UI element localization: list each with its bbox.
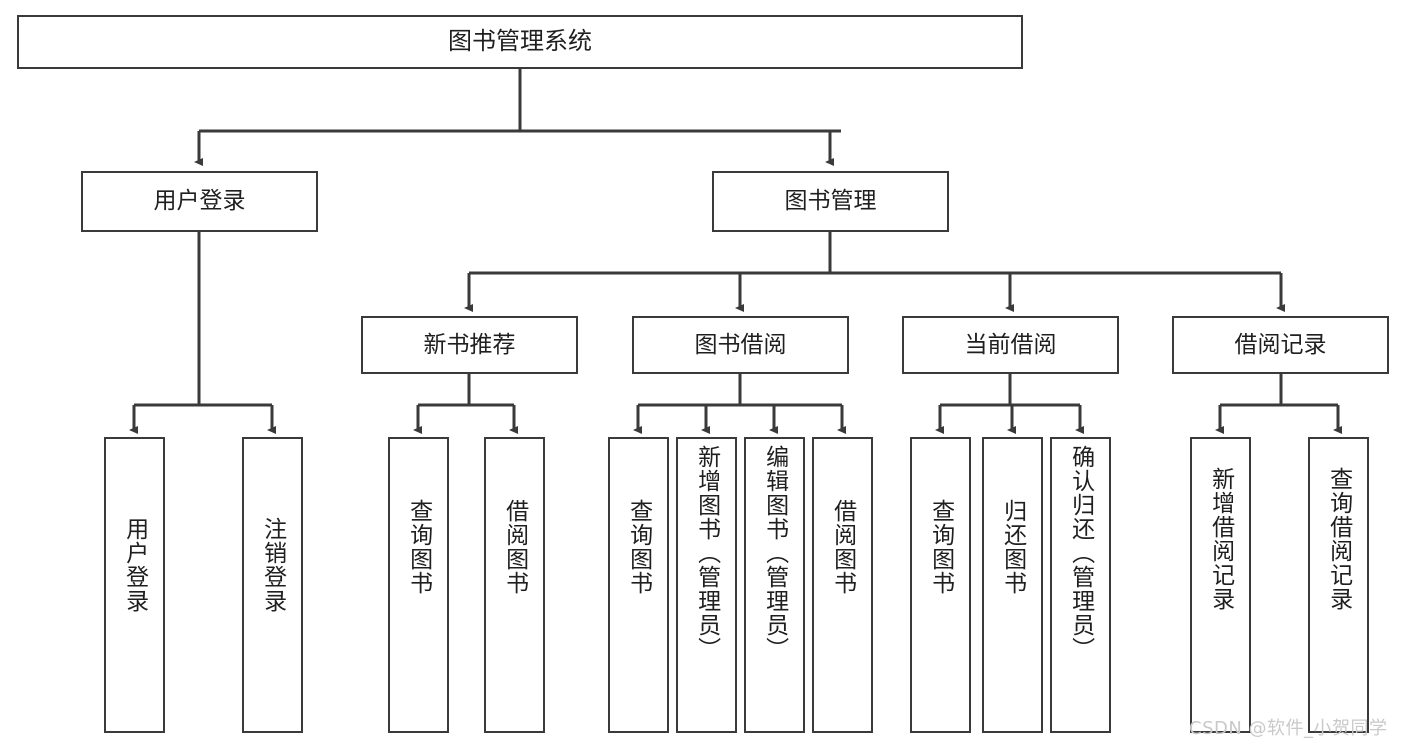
node-leaf-query-book-2[interactable]: 查询图书	[608, 437, 669, 733]
node-leaf-borrow-book-2-label: 借阅图书	[829, 499, 856, 595]
node-leaf-confirm-return-label: 确认归还（管理员）	[1067, 445, 1094, 661]
node-leaf-return-book-label: 归还图书	[999, 499, 1026, 595]
node-leaf-query-record[interactable]: 查询借阅记录	[1308, 437, 1369, 733]
node-new-book-rec-label: 新书推荐	[423, 331, 516, 358]
node-borrow-record[interactable]: 借阅记录	[1172, 316, 1389, 374]
node-leaf-query-record-label: 查询借阅记录	[1325, 467, 1352, 611]
node-user-login-label: 用户登录	[153, 188, 246, 215]
node-leaf-edit-book-label: 编辑图书（管理员）	[761, 445, 788, 661]
node-leaf-user-login[interactable]: 用户登录	[104, 437, 165, 733]
node-leaf-add-book-label: 新增图书（管理员）	[693, 445, 720, 661]
node-leaf-add-record-label: 新增借阅记录	[1207, 467, 1234, 611]
node-new-book-rec[interactable]: 新书推荐	[361, 316, 578, 374]
node-user-login[interactable]: 用户登录	[81, 171, 318, 232]
node-leaf-query-book-3-label: 查询图书	[927, 499, 954, 595]
node-leaf-borrow-book-1-label: 借阅图书	[501, 499, 528, 595]
node-book-manage[interactable]: 图书管理	[712, 171, 949, 232]
node-leaf-query-book-1[interactable]: 查询图书	[388, 437, 449, 733]
node-book-borrow-label: 图书借阅	[694, 331, 787, 358]
node-leaf-return-book[interactable]: 归还图书	[982, 437, 1043, 733]
node-book-borrow[interactable]: 图书借阅	[632, 316, 849, 374]
watermark: CSDN @软件_小贺同学	[1189, 718, 1388, 739]
node-current-borrow[interactable]: 当前借阅	[902, 316, 1119, 374]
node-leaf-confirm-return[interactable]: 确认归还（管理员）	[1050, 437, 1111, 733]
node-leaf-edit-book[interactable]: 编辑图书（管理员）	[744, 437, 805, 733]
node-leaf-borrow-book-2[interactable]: 借阅图书	[812, 437, 873, 733]
node-leaf-query-book-3[interactable]: 查询图书	[910, 437, 971, 733]
node-leaf-add-book[interactable]: 新增图书（管理员）	[676, 437, 737, 733]
node-root-label: 图书管理系统	[448, 27, 592, 56]
node-root[interactable]: 图书管理系统	[17, 15, 1023, 69]
node-leaf-add-record[interactable]: 新增借阅记录	[1190, 437, 1251, 733]
node-leaf-user-login-label: 用户登录	[121, 517, 148, 613]
node-current-borrow-label: 当前借阅	[964, 331, 1057, 358]
node-leaf-borrow-book-1[interactable]: 借阅图书	[484, 437, 545, 733]
node-leaf-query-book-1-label: 查询图书	[405, 499, 432, 595]
node-book-manage-label: 图书管理	[784, 188, 877, 215]
node-borrow-record-label: 借阅记录	[1234, 331, 1327, 358]
node-leaf-logout[interactable]: 注销登录	[242, 437, 303, 733]
node-leaf-logout-label: 注销登录	[259, 517, 286, 613]
node-leaf-query-book-2-label: 查询图书	[625, 499, 652, 595]
